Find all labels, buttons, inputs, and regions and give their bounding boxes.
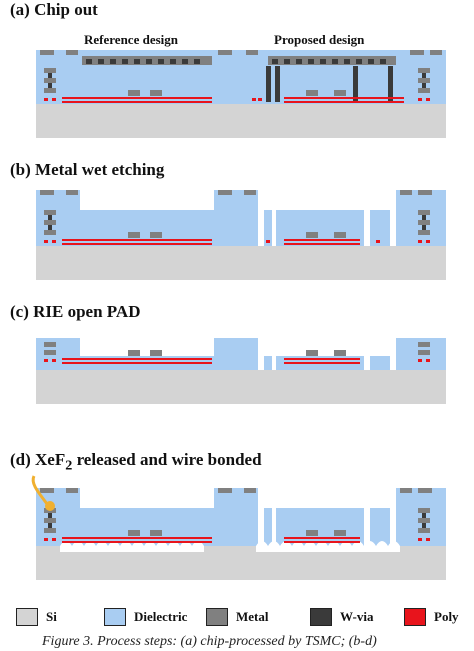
- panel-a-title: (a) Chip out: [10, 0, 98, 19]
- dielectric-swatch: [104, 608, 126, 626]
- legend-item-poly: Poly: [404, 608, 459, 626]
- legend-item-wvia: W-via: [310, 608, 373, 626]
- panel-b-title: (b) Metal wet etching: [10, 160, 165, 179]
- poly-swatch: [404, 608, 426, 626]
- figure-caption: Figure 3. Process steps: (a) chip-proces…: [42, 634, 377, 649]
- legend-label-metal: Metal: [236, 609, 269, 624]
- panel-c-title: (c) RIE open PAD: [10, 302, 141, 321]
- legend-label-poly: Poly: [434, 609, 459, 624]
- released-cavity-proposed: [256, 541, 400, 552]
- silicon-substrate: [36, 104, 446, 138]
- bond-ball: [45, 501, 55, 511]
- metal-swatch: [206, 608, 228, 626]
- si-swatch: [16, 608, 38, 626]
- legend-item-si: Si: [16, 608, 57, 626]
- wvia-swatch: [310, 608, 332, 626]
- reference-design-label: Reference design: [84, 32, 178, 47]
- legend-item-dielectric: Dielectric: [104, 608, 187, 626]
- legend-label-dielectric: Dielectric: [134, 609, 188, 624]
- panel-d-diagram: [31, 475, 446, 580]
- panel-b-diagram: [36, 190, 446, 280]
- panel-d-title-suffix: released and wire bonded: [72, 450, 262, 469]
- proposed-design-label: Proposed design: [274, 32, 365, 47]
- released-cavity-reference: [60, 541, 204, 552]
- panel-d-title-prefix: (d) XeF: [10, 450, 66, 469]
- panel-c-diagram: [36, 338, 446, 404]
- panel-a-diagram: [36, 50, 446, 138]
- legend-label-si: Si: [46, 609, 57, 624]
- panel-d-title-subscript: 2: [65, 457, 73, 474]
- legend: Si Dielectric Metal W-via Poly: [0, 608, 474, 630]
- legend-item-metal: Metal: [206, 608, 268, 626]
- legend-label-wvia: W-via: [340, 609, 374, 624]
- panel-d-title: (d) XeF2 released and wire bonded: [10, 450, 262, 474]
